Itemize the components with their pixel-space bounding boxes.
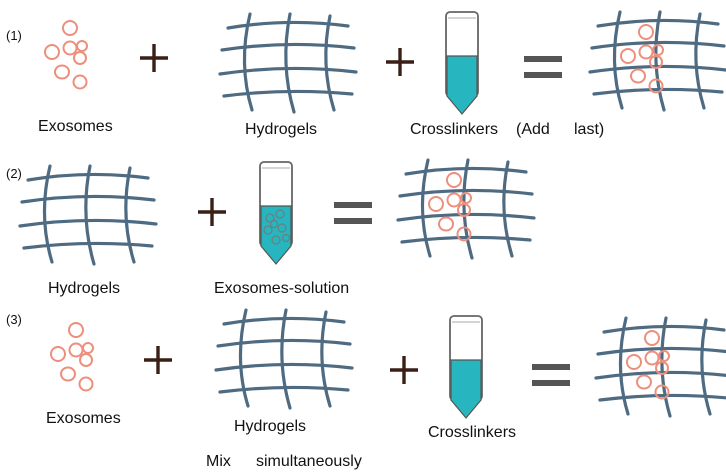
row2-plus-icon — [196, 196, 228, 228]
row3-label-hydrogels: Hydrogels — [234, 418, 306, 435]
row3-number: (3) — [6, 312, 22, 327]
row1-result-loaded-hydrogel — [588, 10, 726, 112]
row3-label-simultaneously: simultaneously — [256, 453, 362, 470]
row3-plus-icon-2 — [388, 354, 420, 386]
row3-exosomes-cluster — [50, 322, 94, 392]
row2-result-loaded-hydrogel — [396, 158, 536, 260]
row3-hydrogel-mesh — [214, 308, 354, 410]
row1-label-hydrogels: Hydrogels — [245, 121, 317, 138]
row1-label-exosomes: Exosomes — [38, 118, 113, 135]
row3-label-crosslinkers: Crosslinkers — [428, 424, 516, 441]
row2-label-exosomes-solution: Exosomes-solution — [214, 280, 349, 297]
row3-label-exosomes: Exosomes — [46, 410, 121, 427]
row2-label-hydrogels: Hydrogels — [48, 280, 120, 297]
row1-crosslinker-tube-icon — [445, 11, 479, 115]
row1-equals-icon — [524, 56, 562, 78]
row1-hydrogel-mesh — [218, 12, 358, 114]
row1-label-add: (Add — [516, 121, 550, 138]
row2-hydrogel-mesh — [18, 164, 158, 266]
row3-crosslinker-tube-icon — [449, 315, 483, 419]
row1-label-last: last) — [574, 121, 604, 138]
row1-plus-icon — [138, 42, 170, 74]
row1-exosomes-cluster — [44, 20, 88, 90]
row1-number: (1) — [6, 28, 22, 43]
row3-plus-icon — [142, 344, 174, 376]
row3-label-mix: Mix — [206, 453, 231, 470]
row2-exosome-solution-tube-icon — [259, 161, 293, 265]
row1-plus-icon-2 — [384, 46, 416, 78]
row1-label-crosslinkers: Crosslinkers — [410, 121, 498, 138]
row3-equals-icon — [532, 364, 570, 386]
row2-equals-icon — [334, 202, 372, 224]
row2-number: (2) — [6, 166, 22, 181]
row3-result-loaded-hydrogel — [594, 316, 726, 418]
